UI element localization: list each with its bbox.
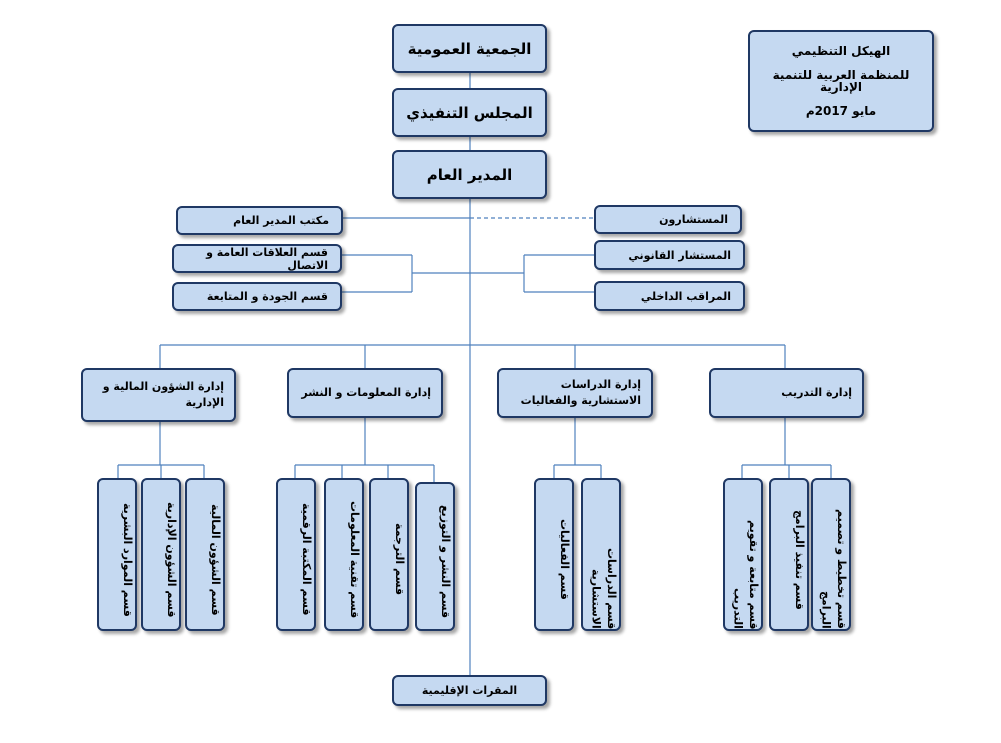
legal-advisor-label: المستشار القانوني (628, 248, 731, 262)
events-section-box: قسم الفعاليات (534, 478, 574, 631)
regional-offices-box: المقرات الإقليمية (392, 675, 547, 706)
legal-advisor-box: المستشار القانوني (594, 240, 745, 270)
dg-office-box: مكتب المدير العام (176, 206, 343, 235)
regional-offices-label: المقرات الإقليمية (421, 684, 518, 697)
section-label: قسم الفعاليات (558, 519, 571, 600)
section-label: قسم الترجمة (393, 523, 406, 596)
section-label: قسم تخطيط و تصميم البرامج (819, 509, 848, 629)
general-assembly-label: الجمعية العمومية (407, 39, 532, 58)
studies-department-box: إدارة الدراسات الاستشارية والفعاليات (497, 368, 653, 418)
director-general-box: المدير العام (392, 150, 547, 199)
public-relations-label: قسم العلاقات العامة و الاتصال (206, 245, 328, 272)
training-department-box: إدارة التدريب (709, 368, 864, 418)
advisors-box: المستشارون (594, 205, 742, 234)
internal-auditor-label: المراقب الداخلي (640, 289, 731, 303)
section-label: قسم النشر و التوزيع (439, 504, 452, 619)
internal-auditor-box: المراقب الداخلي (594, 281, 745, 311)
digital-library-section-box: قسم المكتبة الرقمية (276, 478, 316, 631)
director-general-label: المدير العام (426, 165, 513, 184)
training-department-label: إدارة التدريب (781, 385, 852, 399)
section-label: قسم متابعة و تقويم التدريب (731, 519, 760, 630)
executive-council-label: المجلس التنفيذي (406, 103, 533, 122)
finance-department-box: إدارة الشؤون المالية و الإدارية (81, 368, 236, 422)
section-label: قسم الدراسات الاستشارية (589, 547, 618, 629)
quality-box: قسم الجودة و المتابعة (172, 282, 342, 311)
section-label: قسم الموارد البشرية (121, 502, 134, 617)
studies-department-label: إدارة الدراسات الاستشارية والفعاليات (520, 377, 641, 408)
executive-council-box: المجلس التنفيذي (392, 88, 547, 137)
hr-section-box: قسم الموارد البشرية (97, 478, 137, 631)
note-line-1: الهيكل التنظيمي (791, 44, 891, 58)
public-relations-box: قسم العلاقات العامة و الاتصال (172, 244, 342, 273)
finance-department-label: إدارة الشؤون المالية و الإدارية (102, 379, 224, 410)
information-department-box: إدارة المعلومات و النشر (287, 368, 443, 418)
section-label: قسم المكتبة الرقمية (300, 503, 313, 616)
admin-affairs-section-box: قسم الشؤون الإدارية (141, 478, 181, 631)
consulting-studies-section-box: قسم الدراسات الاستشارية (581, 478, 621, 631)
it-section-box: قسم تقنية المعلومات (324, 478, 364, 631)
quality-label: قسم الجودة و المتابعة (206, 290, 328, 303)
advisors-label: المستشارون (659, 213, 728, 226)
section-label: قسم الشؤون الإدارية (165, 501, 178, 618)
section-label: قسم تنفيذ البرامج (793, 509, 806, 610)
financial-affairs-section-box: قسم الشؤون المالية (185, 478, 225, 631)
program-delivery-section-box: قسم تنفيذ البرامج (769, 478, 809, 631)
section-label: قسم الشؤون المالية (209, 503, 222, 616)
note-line-2: للمنظمة العربية للتنمية الإدارية (772, 68, 910, 94)
chart-note-box: الهيكل التنظيمي للمنظمة العربية للتنمية … (748, 30, 934, 132)
information-department-label: إدارة المعلومات و النشر (301, 385, 431, 399)
publishing-section-box: قسم النشر و التوزيع (415, 482, 455, 631)
translation-section-box: قسم الترجمة (369, 478, 409, 631)
training-evaluation-section-box: قسم متابعة و تقويم التدريب (723, 478, 763, 631)
program-design-section-box: قسم تخطيط و تصميم البرامج (811, 478, 851, 631)
section-label: قسم تقنية المعلومات (348, 500, 361, 619)
general-assembly-box: الجمعية العمومية (392, 24, 547, 73)
dg-office-label: مكتب المدير العام (233, 214, 329, 227)
note-line-3: مايو 2017م (805, 104, 877, 118)
